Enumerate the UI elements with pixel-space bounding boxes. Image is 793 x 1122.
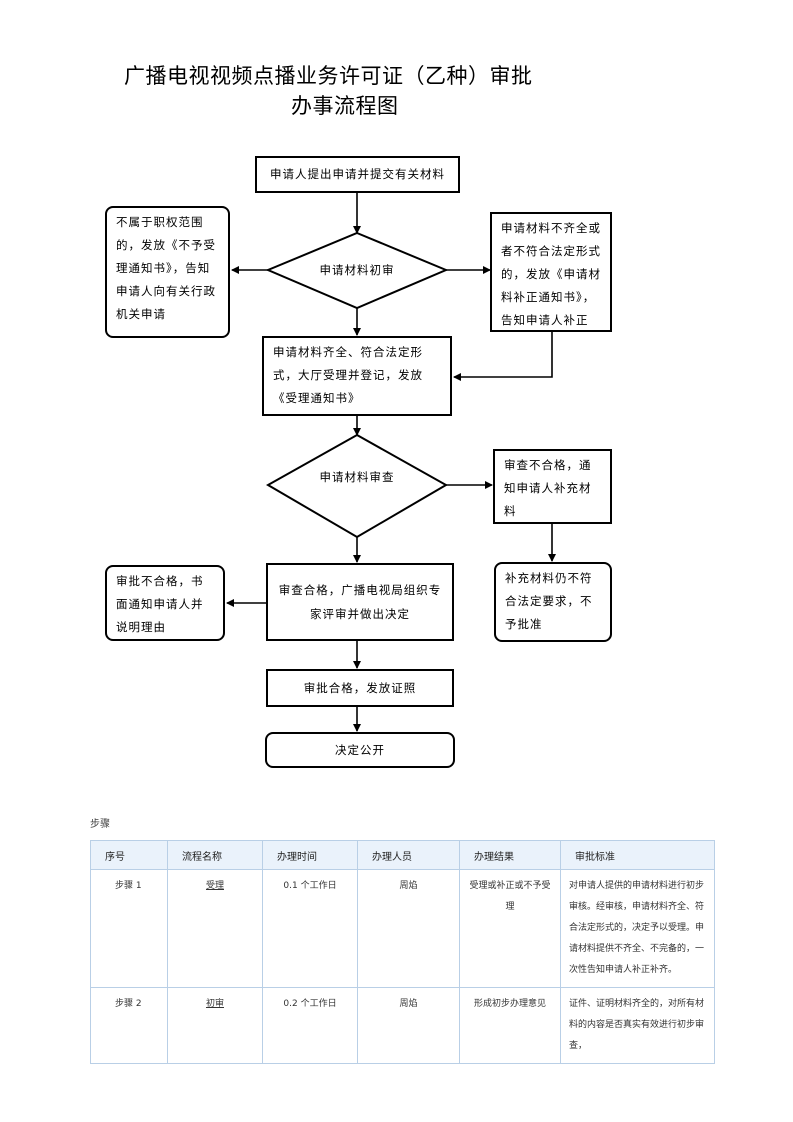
page-title: 广播电视视频点播业务许可证（乙种）审批 [124,64,533,88]
process-link[interactable]: 受理 [205,881,224,891]
cell-process-name: 受理 [167,869,263,988]
flow-box-supplement-fail: 补充材料仍不符合法定要求，不予批准 [494,562,612,642]
flow-box-approval-fail: 审批不合格，书面通知申请人并说明理由 [105,565,225,641]
arrow-incomplete-to-accepted [453,331,553,381]
cell-time: 0.1 个工作日 [262,869,358,988]
cell-standard: 证件、证明材料齐全的，对所有材料的内容是否真实有效进行初步审查， [560,987,715,1064]
header-standard: 审批标准 [560,840,715,870]
steps-section-label: 步骤 [90,819,110,830]
cell-process-name: 初审 [167,987,263,1064]
process-link[interactable]: 初审 [205,999,224,1009]
header-process-name: 流程名称 [167,840,263,870]
header-step-no: 序号 [90,840,168,870]
flow-box-review-pass-expert: 审查合格，广播电视局组织专家评审并做出决定 [266,563,454,641]
cell-result: 形成初步办理意见 [459,987,561,1064]
cell-step: 步骤 1 [90,869,168,988]
cell-staff: 周焰 [357,987,460,1064]
table-row: 步骤 2 初审 0.2 个工作日 周焰 形成初步办理意见 证件、证明材料齐全的，… [90,987,715,1064]
materials-review-diamond [265,433,449,539]
cell-staff: 周焰 [357,869,460,988]
initial-review-label: 申请材料初审 [319,263,395,277]
flow-box-publish: 决定公开 [265,732,455,768]
header-result: 办理结果 [459,840,561,870]
flow-box-accepted: 申请材料齐全、符合法定形式，大厅受理并登记，发放《受理通知书》 [262,336,452,416]
flow-box-review-fail-supplement: 审查不合格，通知申请人补充材料 [493,449,612,524]
cell-step: 步骤 2 [90,987,168,1064]
page-subtitle: 办事流程图 [291,94,399,118]
flow-box-approval-pass: 审批合格，发放证照 [266,669,454,707]
table-row: 步骤 1 受理 0.1 个工作日 周焰 受理或补正或不予受理 对申请人提供的申请… [90,869,715,988]
flow-box-submit: 申请人提出申请并提交有关材料 [255,156,460,193]
flowchart-connectors [226,193,556,732]
header-time: 办理时间 [262,840,358,870]
steps-table: 序号 流程名称 办理时间 办理人员 办理结果 审批标准 步骤 1 受理 0.1 … [90,840,715,1064]
flow-box-incomplete: 申请材料不齐全或者不符合法定形式的，发放《申请材料补正通知书》，告知申请人补正 [490,212,612,332]
cell-result: 受理或补正或不予受理 [459,869,561,988]
steps-table-header-row: 序号 流程名称 办理时间 办理人员 办理结果 审批标准 [90,840,715,870]
cell-standard: 对申请人提供的申请材料进行初步审核。经审核，申请材料齐全、符合法定形式的，决定予… [560,869,715,988]
cell-time: 0.2 个工作日 [262,987,358,1064]
initial-review-diamond [265,231,449,310]
header-staff: 办理人员 [357,840,460,870]
flow-box-not-in-scope: 不属于职权范围的，发放《不予受理通知书》，告知申请人向有关行政机关申请 [105,206,230,338]
materials-review-label: 申请材料审查 [319,470,395,484]
